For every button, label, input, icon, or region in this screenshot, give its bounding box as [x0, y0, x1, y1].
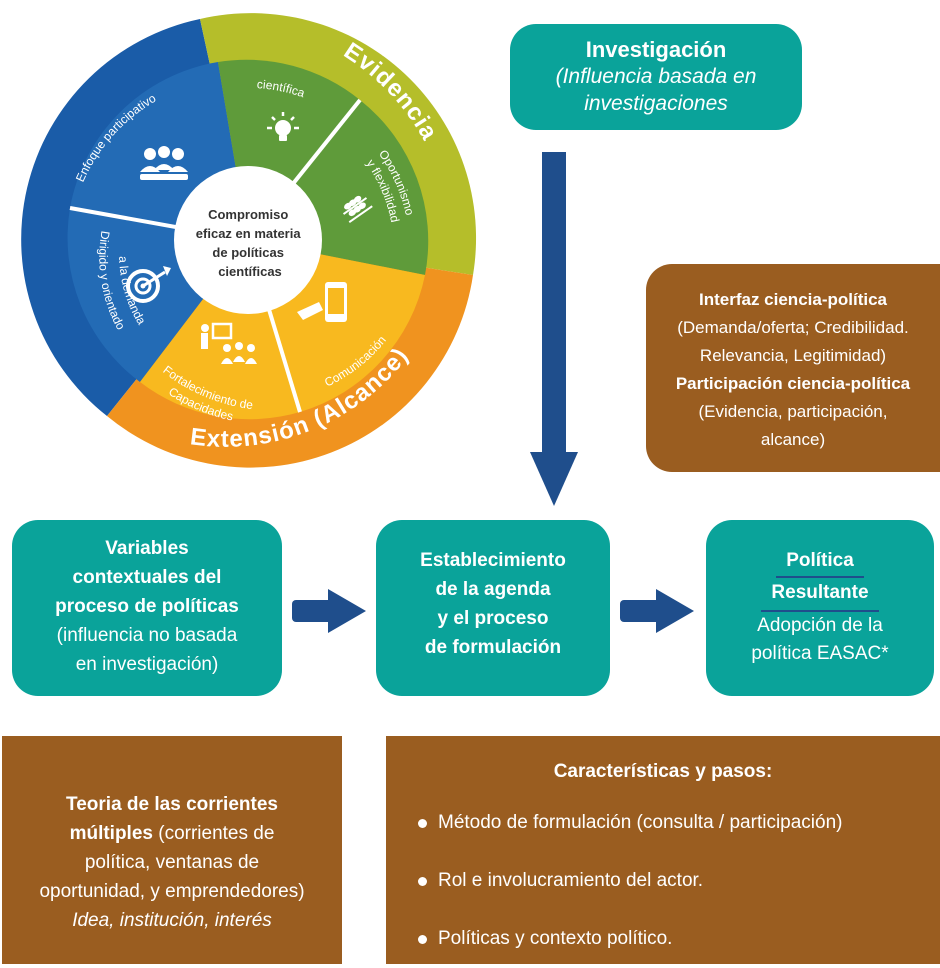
- wheat-icon: [342, 195, 373, 224]
- teoria-box: Teoria de las corrientes múltiples (corr…: [2, 736, 342, 964]
- teoria-line-2-rest: (corrientes de: [152, 823, 275, 844]
- caracteristicas-box: Características y pasos: Método de formu…: [386, 736, 940, 964]
- interfaz-line-2: Relevancia, Legitimidad): [699, 346, 887, 365]
- variables-line-5: en investigación): [75, 654, 219, 675]
- politica-box: Política Resultante Adopción de la polít…: [706, 520, 934, 696]
- caracteristicas-title: Características y pasos:: [553, 761, 773, 782]
- politica-line-1: Adopción de la: [757, 615, 883, 636]
- teoria-line-3: política, ventanas de: [84, 852, 260, 873]
- teoria-line-4: oportunidad, y emprendedores): [39, 881, 305, 902]
- interfaz-line-3: (Evidencia, participación,: [698, 402, 888, 421]
- right-arrow-1: [292, 589, 366, 633]
- wheel-center: [174, 166, 322, 314]
- variables-box: Variables contextuales del proceso de po…: [12, 520, 282, 696]
- center-line-3: de políticas: [212, 245, 284, 260]
- interfaz-title: Interfaz ciencia-política: [699, 290, 887, 309]
- caracteristicas-item: Políticas y contexto político.: [418, 910, 940, 968]
- trainer-audience-icon: [201, 322, 257, 364]
- interfaz-box: Interfaz ciencia-política (Demanda/ofert…: [646, 264, 940, 472]
- center-line-2: eficaz en materia: [196, 226, 302, 241]
- interfaz-title-2: Participación ciencia-política: [675, 374, 911, 393]
- variables-line-2: contextuales del: [72, 567, 222, 588]
- establecimiento-line-4: de formulación: [424, 637, 562, 658]
- investigacion-box: Investigación (Influencia basada en inve…: [510, 24, 802, 130]
- politica-line-2: política EASAC*: [751, 643, 889, 664]
- smartphone-icon: [297, 282, 347, 322]
- caracteristicas-item: Rol e involucramiento del actor.: [418, 852, 940, 910]
- investigacion-subtitle-1: (Influencia basada en: [555, 65, 757, 88]
- establecimiento-line-2: de la agenda: [435, 579, 551, 600]
- caracteristicas-list: Método de formulación (consulta / partic…: [418, 794, 940, 968]
- center-line-4: científicas: [218, 264, 282, 279]
- establecimiento-box: Establecimiento de la agenda y el proces…: [376, 520, 610, 696]
- investigacion-title: Investigación: [585, 37, 727, 62]
- politica-title-2: Resultante: [761, 578, 879, 612]
- variables-line-1: Variables: [105, 538, 189, 559]
- variables-line-3: proceso de políticas: [55, 596, 239, 617]
- establecimiento-line-3: y el proceso: [437, 608, 549, 629]
- center-line-1: Compromiso: [208, 207, 288, 222]
- target-icon: [126, 266, 171, 303]
- teoria-line-5: Idea, institución, interés: [72, 910, 272, 931]
- interfaz-line-4: alcance): [760, 430, 826, 449]
- teoria-line-1: Teoria de las corrientes: [66, 794, 278, 815]
- teoria-line-2-bold: múltiples: [69, 823, 153, 844]
- caracteristicas-item: Método de formulación (consulta / partic…: [418, 794, 940, 852]
- politica-title-1: Política: [776, 548, 864, 578]
- right-arrow-2: [620, 589, 694, 633]
- policy-engagement-wheel: Compromiso eficaz en materia de política…: [0, 13, 477, 468]
- lightbulb-icon: [267, 112, 299, 141]
- investigacion-subtitle-2: investigaciones: [584, 92, 728, 115]
- interfaz-line-1: (Demanda/oferta; Credibilidad.: [677, 318, 909, 337]
- svg-text:Compromiso eficaz en mater: Compromiso eficaz en materia de política…: [196, 207, 304, 279]
- variables-line-4: (influencia no basada: [56, 625, 238, 646]
- establecimiento-line-1: Establecimiento: [420, 550, 566, 571]
- people-group-icon: [140, 146, 188, 180]
- down-arrow: [530, 152, 578, 506]
